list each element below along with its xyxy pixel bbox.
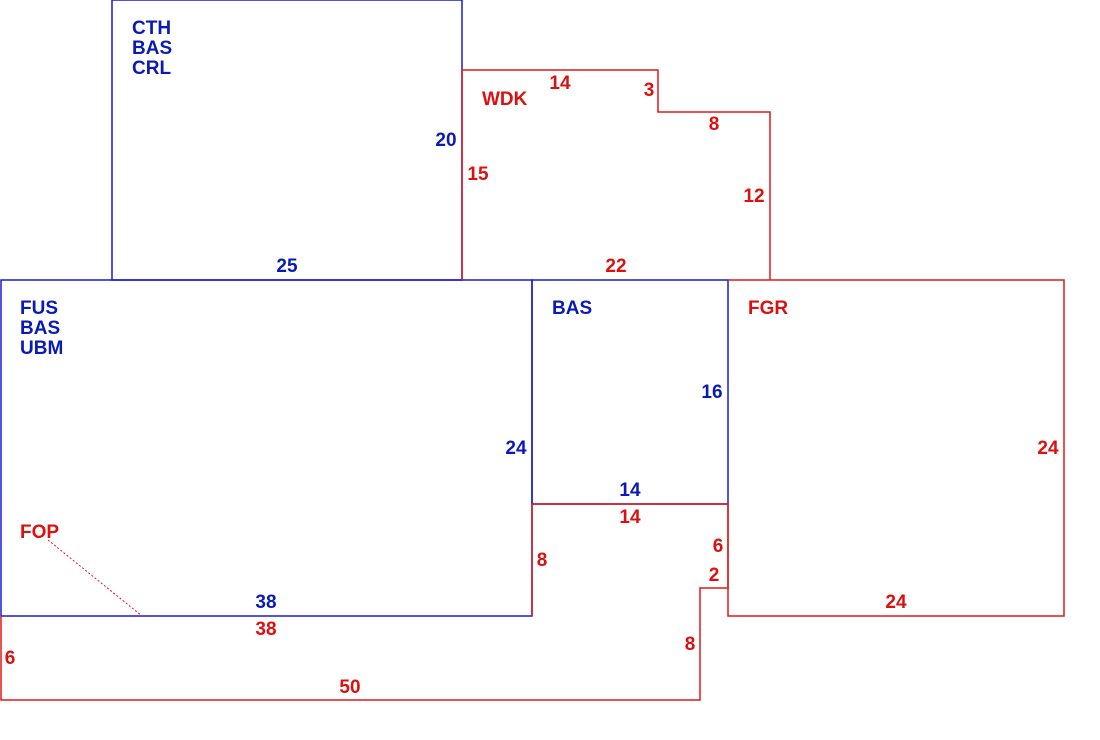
fus-label-1: FUS <box>20 298 58 319</box>
dim-fus-right: 24 <box>505 438 527 459</box>
dim-wdk-step-h: 8 <box>709 114 720 135</box>
dim-bas-right: 16 <box>701 382 722 403</box>
cth-label-1: CTH <box>132 18 171 39</box>
cth-label-3: CRL <box>132 58 171 79</box>
dim-fop-bottom: 50 <box>339 677 360 698</box>
dim-fus-bottom: 38 <box>255 592 276 613</box>
wdk-label: WDK <box>482 89 528 110</box>
fgr-outline <box>727 279 1065 617</box>
cth-label-2: BAS <box>132 38 172 59</box>
fus-label-3: UBM <box>20 338 63 359</box>
dim-fop-right-lower: 8 <box>685 634 696 655</box>
dim-fop-step: 2 <box>709 565 720 586</box>
fgr-label: FGR <box>748 298 788 319</box>
bas-label: BAS <box>552 298 592 319</box>
dim-wdk-left: 15 <box>467 164 489 185</box>
fop-label: FOP <box>20 522 59 543</box>
fop-outline <box>0 503 729 701</box>
dim-wdk-bottom: 22 <box>605 256 626 277</box>
dim-fop-top: 14 <box>619 507 641 528</box>
fus-outline <box>0 279 533 617</box>
fus-label-2: BAS <box>20 318 60 339</box>
dim-cth-right: 20 <box>435 130 456 151</box>
dim-fgr-bottom: 24 <box>885 592 907 613</box>
dim-fop-left: 6 <box>5 648 16 669</box>
wdk-outline <box>461 69 771 280</box>
dim-bas-bottom: 14 <box>619 480 641 501</box>
dim-wdk-step-v: 3 <box>644 80 655 101</box>
dim-fop-right-upper: 6 <box>713 536 724 557</box>
dim-wdk-right: 12 <box>743 186 764 207</box>
dim-fgr-right: 24 <box>1037 438 1059 459</box>
fop-leader-line <box>47 539 143 617</box>
dim-fop-left-inner: 8 <box>537 550 548 571</box>
dim-cth-bottom: 25 <box>276 256 298 277</box>
dim-fop-under: 38 <box>255 619 276 640</box>
dim-wdk-top: 14 <box>549 73 571 94</box>
